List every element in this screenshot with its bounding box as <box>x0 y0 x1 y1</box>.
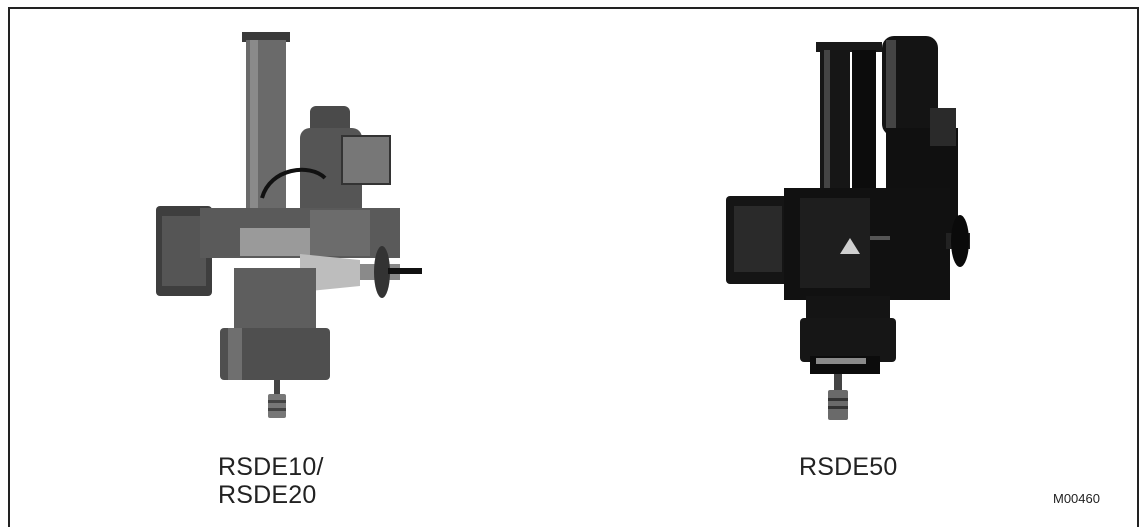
caption-left-line2: RSDE20 <box>218 481 317 509</box>
caption-rsde10-rsde20: RSDE10/ RSDE20 <box>218 453 324 509</box>
actuator-photo-rsde10-rsde20 <box>150 28 430 428</box>
caption-left-line1: RSDE10/ <box>218 453 324 481</box>
caption-right-line1: RSDE50 <box>799 453 898 481</box>
actuator-photo-rsde50 <box>720 28 980 428</box>
figure-frame <box>8 7 1139 527</box>
caption-rsde50: RSDE50 <box>799 453 897 481</box>
figure-id: M00460 <box>1053 491 1100 506</box>
